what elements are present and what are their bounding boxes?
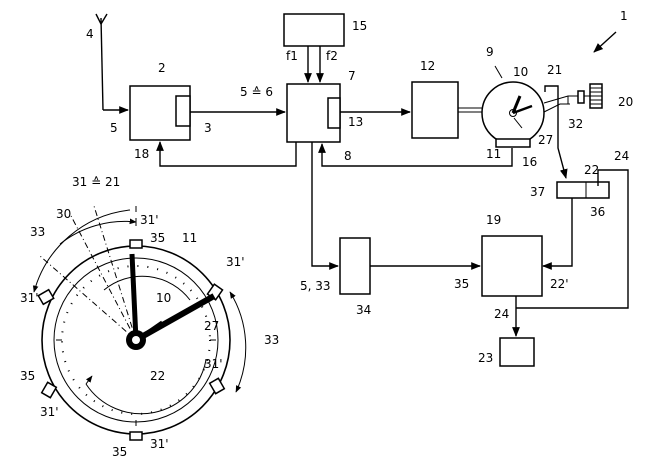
line-controller-to-unit-34 xyxy=(311,142,339,270)
label-big-31p-right: 31' xyxy=(226,255,245,269)
label-unit-34: 34 xyxy=(356,303,371,317)
label-big-22: 22 xyxy=(150,369,165,383)
label-hub-27: 27 xyxy=(538,133,553,147)
label-system: 1 xyxy=(620,9,628,23)
arc-30 xyxy=(59,218,137,245)
label-unit-23: 23 xyxy=(478,351,493,365)
label-hand-10: 10 xyxy=(513,65,528,79)
line-22-prime xyxy=(542,198,573,270)
system-pointer-arrow xyxy=(593,31,617,53)
label-big-31p-mid: 31' xyxy=(204,357,223,371)
line-24 xyxy=(516,169,629,309)
label-part-32: 32 xyxy=(568,117,583,131)
label-big-31p-lowleft: 31' xyxy=(40,405,59,419)
label-dial-11: 11 xyxy=(486,147,501,161)
label-f1: f1 xyxy=(286,49,298,63)
label-big-33-left: 33 xyxy=(30,225,45,239)
label-big-30: 30 xyxy=(56,207,71,221)
label-clock: 9 xyxy=(486,45,494,59)
label-part-16: 16 xyxy=(522,155,537,169)
evaluator-block xyxy=(481,235,543,297)
label-line-24-top: 24 xyxy=(614,149,629,163)
label-big-35-left: 35 xyxy=(20,369,35,383)
line-driver-to-clock xyxy=(458,107,484,113)
label-line-18: 18 xyxy=(134,147,149,161)
dial-hour-hand xyxy=(129,253,139,341)
receiver-sub-block xyxy=(175,95,191,127)
label-line-22: 22 xyxy=(584,163,599,177)
label-comparator-36: 36 xyxy=(590,205,605,219)
line-feedback-18 xyxy=(156,141,297,167)
label-line-22p: 22' xyxy=(550,277,569,291)
unit-23-block xyxy=(499,337,535,367)
line-8 xyxy=(318,143,513,167)
label-input-15: 15 xyxy=(352,19,367,33)
driver-block xyxy=(411,81,459,139)
label-big-31p-left: 31' xyxy=(20,291,39,305)
label-receiver-sub: 3 xyxy=(204,121,212,135)
label-controller-sub: 13 xyxy=(348,115,363,129)
label-part-37: 37 xyxy=(530,185,545,199)
label-crown-20: 20 xyxy=(618,95,633,109)
arc-33-left xyxy=(32,209,131,293)
clock-minute-hand xyxy=(512,104,533,115)
clock-unit xyxy=(481,81,545,148)
label-evaluator-19: 19 xyxy=(486,213,501,227)
label-antenna: 4 xyxy=(86,27,94,41)
unit-34-block xyxy=(339,237,371,295)
label-big-31p-bottom: 31' xyxy=(150,437,169,451)
label-big-11: 11 xyxy=(182,231,197,245)
label-big-27: 27 xyxy=(204,319,219,333)
label-big-31p-top: 31' xyxy=(140,213,159,227)
label-big-35-bottom: 35 xyxy=(112,445,127,459)
label-controller: 7 xyxy=(348,69,356,83)
label-f2: f2 xyxy=(326,49,338,63)
input-block xyxy=(283,13,345,47)
large-dial xyxy=(32,205,247,441)
label-signal-5-6: 5 ≙ 6 xyxy=(240,85,273,99)
label-signal-5: 5 xyxy=(110,121,118,135)
label-signal-5-33: 5, 33 xyxy=(300,279,331,293)
antenna-icon xyxy=(95,13,108,111)
label-receiver: 2 xyxy=(158,61,166,75)
label-line-24-mid: 24 xyxy=(494,307,509,321)
crown-icon xyxy=(589,83,603,109)
line-shaft-to-comparator xyxy=(544,85,568,179)
comparator-block xyxy=(556,181,610,199)
label-line-35-box: 35 xyxy=(454,277,469,291)
label-driver-12: 12 xyxy=(420,59,435,73)
label-big-31-eq-21: 31 ≙ 21 xyxy=(72,175,120,189)
label-big-33-right: 33 xyxy=(264,333,279,347)
clock-hour-hand xyxy=(511,95,522,114)
arc-33-right xyxy=(229,291,247,393)
label-line-8: 8 xyxy=(344,149,352,163)
controller-sub-block xyxy=(327,97,341,129)
label-shaft-21: 21 xyxy=(547,63,562,77)
label-big-35-top: 35 xyxy=(150,231,165,245)
label-big-10: 10 xyxy=(156,291,171,305)
